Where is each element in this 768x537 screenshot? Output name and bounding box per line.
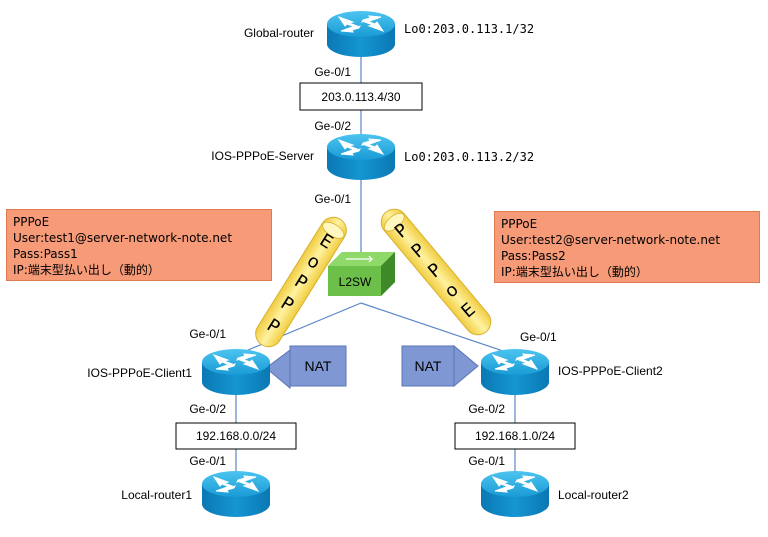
info-right-pass: Pass:Pass2	[501, 249, 566, 263]
nat-right-label: NAT	[415, 358, 442, 374]
router-global-loopback: Lo0:203.0.113.1/32	[404, 22, 534, 36]
pppoe-info-right: PPPoE User:test2@server-network-note.net…	[494, 211, 760, 283]
pppoe-tunnel-left: P P P o E	[255, 216, 347, 348]
router-icon	[201, 470, 271, 518]
subnet-top: 203.0.113.4/30	[299, 82, 423, 111]
nat-left-label: NAT	[305, 358, 332, 374]
router-icon	[326, 133, 396, 181]
link-switch-client1	[235, 302, 362, 356]
router-icon	[326, 10, 396, 58]
info-right-ip: IP:端末型払い出し（動的）	[501, 265, 648, 279]
switch-label: L2SW	[339, 275, 372, 289]
link-switch-client2	[360, 302, 516, 356]
subnet-top-label: 203.0.113.4/30	[321, 90, 401, 104]
l2-switch: L2SW	[328, 252, 395, 296]
nat-left: NAT	[265, 345, 347, 390]
router-global-label: Global-router	[244, 26, 314, 40]
nat-right: NAT	[401, 344, 479, 388]
iface-label: Ge-0/2	[314, 119, 351, 133]
subnet-left-label: 192.168.0.0/24	[196, 429, 276, 443]
router-server-label: IOS-PPPoE-Server	[211, 149, 314, 163]
pppoe-tunnel-right: P P P o E	[380, 208, 492, 336]
router-local2-label: Local-router2	[558, 488, 629, 502]
pppoe-info-left: PPPoE User:test1@server-network-note.net…	[6, 209, 272, 281]
router-client2-label: IOS-PPPoE-Client2	[558, 364, 663, 378]
info-left-pass: Pass:Pass1	[13, 247, 78, 261]
iface-label: Ge-0/1	[468, 454, 505, 468]
iface-label: Ge-0/1	[189, 454, 226, 468]
router-icon	[201, 348, 271, 396]
subnet-right-label: 192.168.1.0/24	[475, 429, 555, 443]
iface-label: Ge-0/1	[314, 192, 351, 206]
info-left-title: PPPoE	[13, 215, 50, 229]
iface-label: Ge-0/1	[189, 327, 226, 341]
subnet-left: 192.168.0.0/24	[175, 422, 297, 450]
router-icon	[480, 348, 550, 396]
subnet-right: 192.168.1.0/24	[454, 422, 576, 450]
info-right-user: User:test2@server-network-note.net	[501, 233, 721, 247]
switch-arrow-icon	[346, 255, 374, 263]
router-server-loopback: Lo0:203.0.113.2/32	[404, 150, 534, 164]
info-right-title: PPPoE	[501, 217, 538, 231]
iface-label: Ge-0/1	[520, 330, 557, 344]
info-left-ip: IP:端末型払い出し（動的）	[13, 263, 160, 277]
iface-label: Ge-0/2	[189, 402, 226, 416]
router-icon	[480, 470, 550, 518]
nat-right-arrow-icon	[453, 344, 479, 388]
router-client1-label: IOS-PPPoE-Client1	[87, 366, 192, 380]
iface-label: Ge-0/1	[314, 65, 351, 79]
info-left-user: User:test1@server-network-note.net	[13, 231, 233, 245]
router-local1-label: Local-router1	[121, 488, 192, 502]
iface-label: Ge-0/2	[468, 402, 505, 416]
